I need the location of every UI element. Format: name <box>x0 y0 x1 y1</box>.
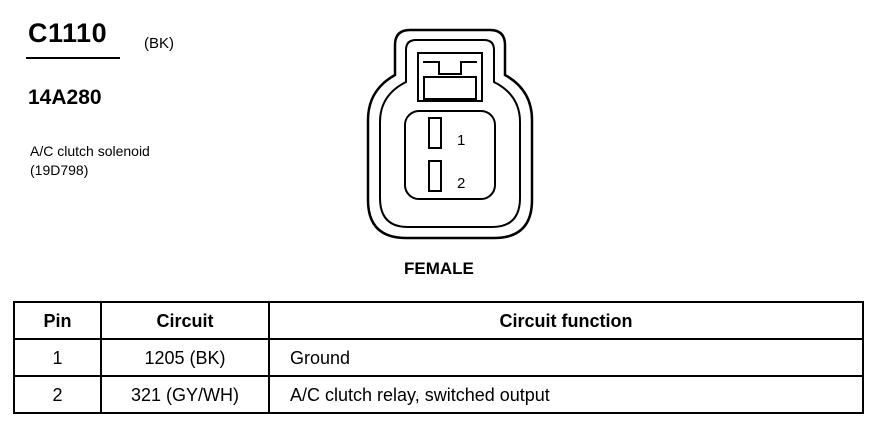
locking-tab <box>417 52 483 102</box>
header-pin: Pin <box>13 301 102 340</box>
cell-circuit: 1205 (BK) <box>100 338 270 377</box>
connector-inner-shell <box>379 39 521 228</box>
pin-1-slot <box>428 117 442 149</box>
table-header-row: Pin Circuit Circuit function <box>13 301 864 340</box>
cell-circuit-function: A/C clutch relay, switched output <box>268 375 864 414</box>
table-row: 1 1205 (BK) Ground <box>13 338 864 377</box>
pin-2-slot <box>428 160 442 192</box>
cell-pin: 2 <box>13 375 102 414</box>
header-circuit-function: Circuit function <box>268 301 864 340</box>
pin-1-label: 1 <box>457 132 465 149</box>
connector-face-diagram: 1 2 <box>366 28 534 240</box>
connector-color-code: (BK) <box>144 35 174 52</box>
terminal-cavity <box>404 110 496 200</box>
cell-circuit: 321 (GY/WH) <box>100 375 270 414</box>
component-name: A/C clutch solenoid <box>30 143 150 159</box>
connector-id-underline <box>26 57 120 59</box>
connector-gender-label: FEMALE <box>404 259 474 278</box>
harness-id: 14A280 <box>28 86 102 109</box>
connector-outer-shell <box>366 28 534 240</box>
table-row: 2 321 (GY/WH) A/C clutch relay, switched… <box>13 375 864 414</box>
pin-table: Pin Circuit Circuit function 1 1205 (BK)… <box>13 301 864 414</box>
cell-pin: 1 <box>13 338 102 377</box>
connector-id: C1110 <box>28 18 108 48</box>
cell-circuit-function: Ground <box>268 338 864 377</box>
component-part-number: (19D798) <box>30 162 89 178</box>
pin-2-label: 2 <box>457 175 465 192</box>
header-circuit: Circuit <box>100 301 270 340</box>
